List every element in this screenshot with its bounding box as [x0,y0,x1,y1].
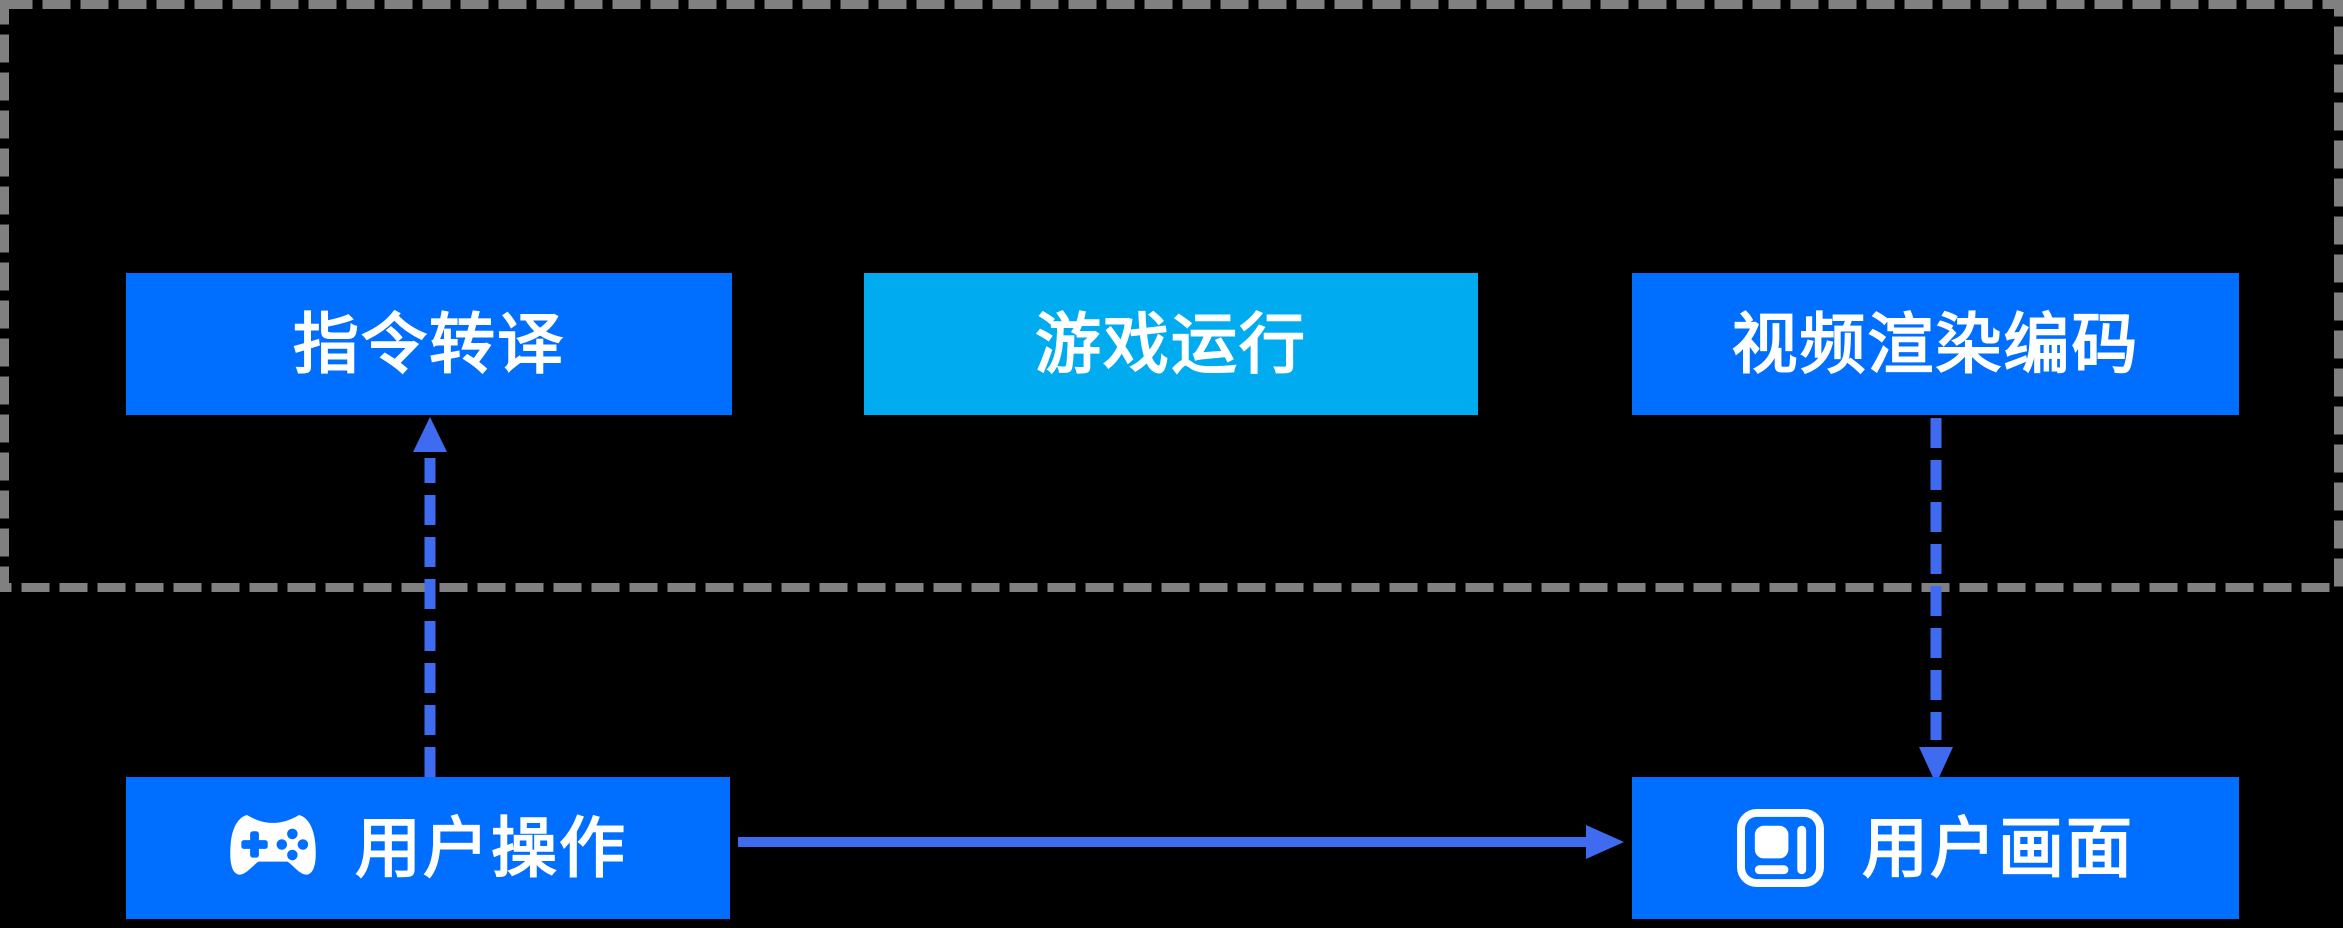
node-label: 视频渲染编码 [1731,307,2140,381]
node-game-run: 游戏运行 [864,273,1478,415]
server-group-dashed-border [0,0,2343,592]
node-label: 用户画面 [1862,811,2134,885]
arrowhead-down-icon [1919,747,1953,784]
arrowhead-right-icon [1586,825,1624,859]
gamepad-icon [230,815,316,875]
arrowhead-up-icon [413,417,447,452]
node-user-screen: 用户画面 [1632,777,2239,919]
node-instruction-translate: 指令转译 [126,273,732,415]
node-label: 游戏运行 [1035,307,1307,381]
node-user-operation: 用户操作 [126,777,730,919]
node-label: 指令转译 [293,307,565,381]
screen-icon [1737,809,1824,887]
node-label: 用户操作 [355,811,627,885]
node-video-render-encode: 视频渲染编码 [1632,273,2239,415]
